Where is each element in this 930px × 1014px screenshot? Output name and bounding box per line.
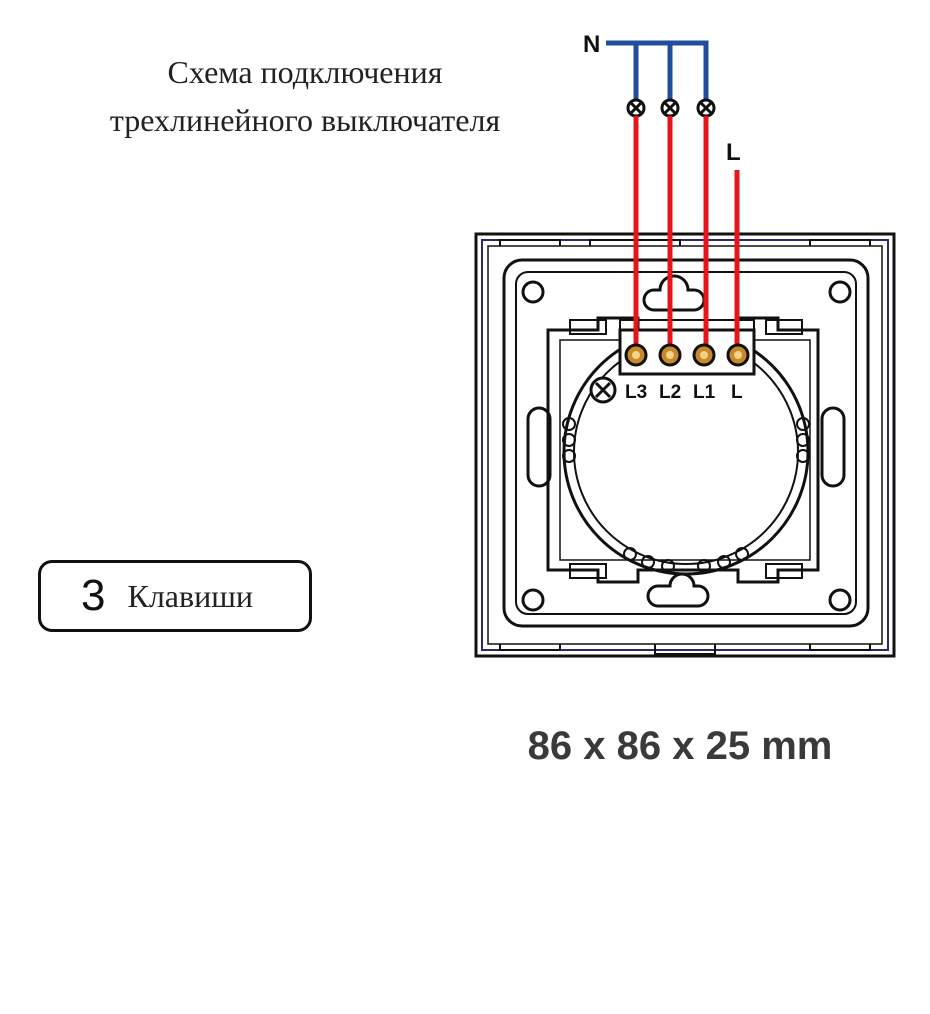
terminal-label-l3: L3 [625, 382, 647, 403]
terminal-l1 [692, 343, 716, 367]
diagram-title: Схема подключения трехлинейного выключат… [40, 48, 570, 144]
keys-badge: 3 Клавиши [38, 560, 312, 632]
lamp-icon-1 [626, 98, 646, 118]
lamp-icon-3 [696, 98, 716, 118]
terminal-label-l1: L1 [693, 382, 716, 403]
terminal-l [726, 343, 750, 367]
title-line-1: Схема подключения [167, 54, 443, 90]
live-wires [633, 116, 740, 350]
neutral-label: N [583, 31, 600, 58]
neutral-wires [606, 40, 709, 100]
terminal-label-l: L [731, 382, 743, 403]
terminal-l2 [658, 343, 682, 367]
live-label: L [726, 139, 741, 166]
terminal-l3 [624, 343, 648, 367]
terminal-screws [624, 343, 750, 367]
terminal-label-l2: L2 [659, 382, 681, 403]
keys-label: Клавиши [127, 577, 253, 614]
keys-count: 3 [81, 571, 106, 620]
lamp-icon-2 [660, 98, 680, 118]
screw-icon [589, 376, 617, 404]
title-line-2: трехлинейного выключателя [109, 102, 501, 138]
dimensions-text: 86 x 86 x 25 mm [527, 724, 833, 768]
switch-back-plate [474, 232, 896, 658]
lamp-icons [626, 98, 716, 118]
